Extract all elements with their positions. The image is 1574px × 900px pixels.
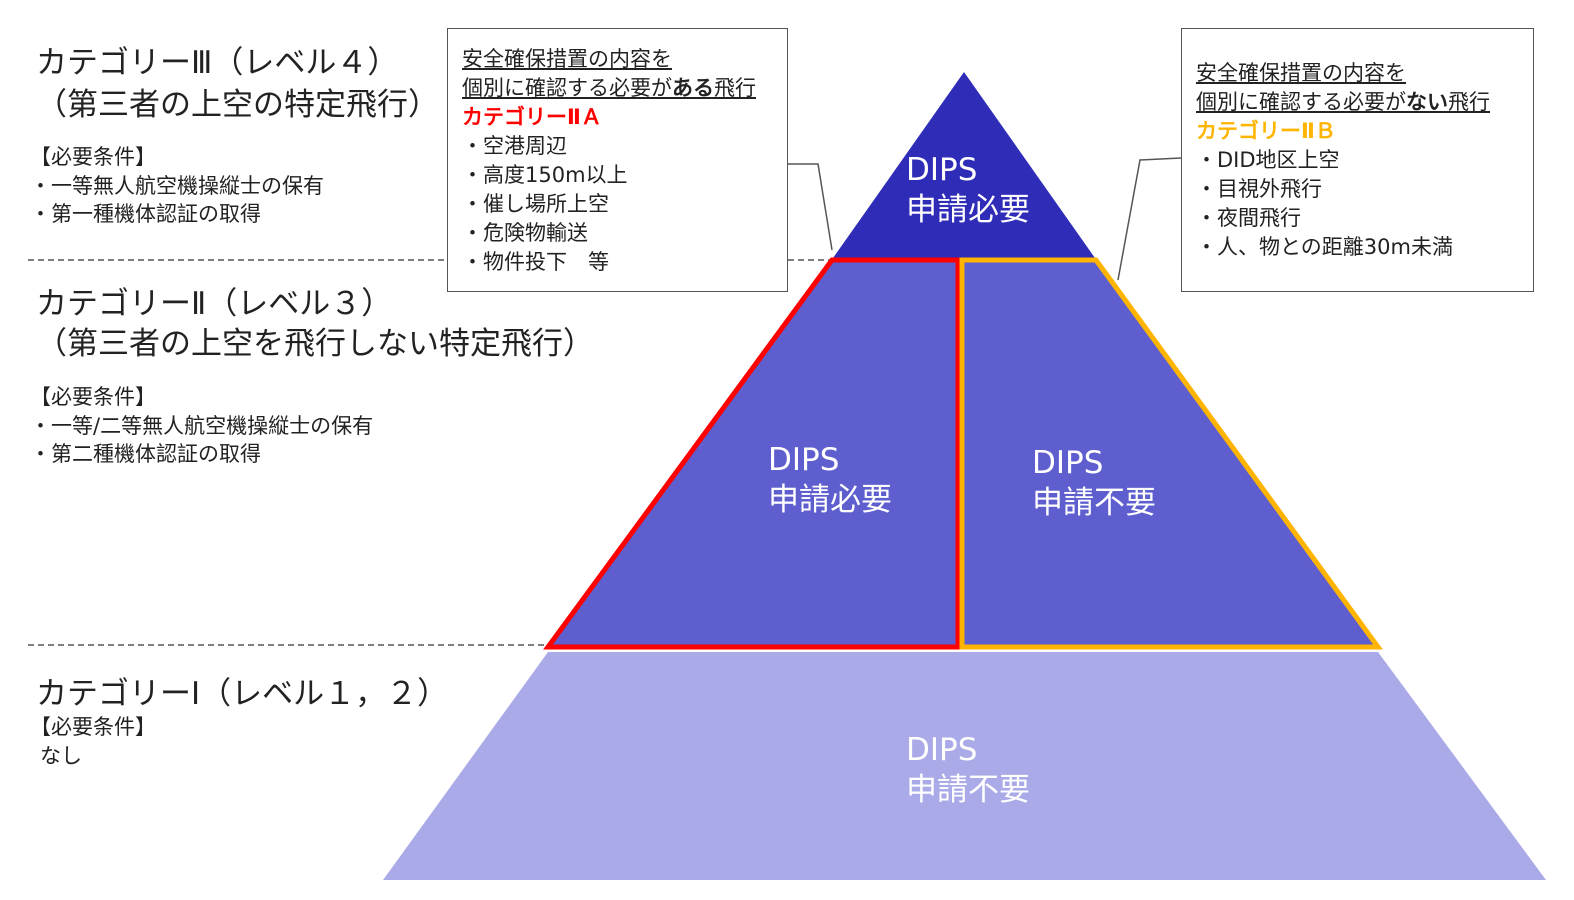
category-1-title: カテゴリーⅠ（レベル１，２） bbox=[36, 676, 449, 712]
callout-b-line1: 安全確保措置の内容を bbox=[1196, 61, 1406, 85]
pyramid-top-tier bbox=[833, 72, 1095, 258]
callout-a-line2: 個別に確認する必要がある飛行 bbox=[462, 76, 756, 100]
callout-a-item: 空港周辺 bbox=[462, 132, 775, 161]
callout-a-item: 高度150m以上 bbox=[462, 161, 775, 190]
category-3-requirements: 一等無人航空機操縦士の保有 第一種機体認証の取得 bbox=[30, 172, 324, 228]
callout-b-line2: 個別に確認する必要がない飛行 bbox=[1196, 90, 1490, 114]
category-2-requirement: 一等/二等無人航空機操縦士の保有 bbox=[30, 412, 373, 440]
pyramid-middle-right bbox=[959, 257, 1383, 650]
callout-a-item: 危険物輸送 bbox=[462, 219, 775, 248]
callout-a-line1: 安全確保措置の内容を bbox=[462, 47, 672, 71]
callout-b-items: DID地区上空 目視外飛行 夜間飛行 人、物との距離30m未満 bbox=[1196, 146, 1521, 262]
pyramid-middle-left bbox=[543, 257, 961, 650]
category-2-title-line2: （第三者の上空を飛行しない特定飛行） bbox=[36, 326, 594, 362]
category-3-requirement: 一等無人航空機操縦士の保有 bbox=[30, 172, 324, 200]
category-1-requirements-heading: 【必要条件】 bbox=[30, 715, 156, 739]
callout-a-item: 催し場所上空 bbox=[462, 190, 775, 219]
callout-a-leader bbox=[787, 163, 833, 251]
category-1-requirement-none: なし bbox=[40, 744, 82, 768]
category-3-title-line2: （第三者の上空の特定飛行） bbox=[36, 87, 439, 123]
pyramid-bottom-tier bbox=[383, 652, 1546, 880]
category-3-requirements-heading: 【必要条件】 bbox=[30, 145, 156, 169]
category-3-title-line1: カテゴリーⅢ（レベル４） bbox=[36, 45, 399, 81]
callout-b-item: 目視外飛行 bbox=[1196, 175, 1521, 204]
callout-b-category: カテゴリーⅡＢ bbox=[1196, 119, 1336, 143]
category-2-requirements-heading: 【必要条件】 bbox=[30, 385, 156, 409]
callout-a-category: カテゴリーⅡＡ bbox=[462, 105, 602, 129]
callout-category-2b: 安全確保措置の内容を 個別に確認する必要がない飛行 カテゴリーⅡＢ DID地区上… bbox=[1181, 28, 1534, 292]
callout-b-item: 人、物との距離30m未満 bbox=[1196, 233, 1521, 262]
category-2-title-line1: カテゴリーⅡ（レベル３） bbox=[36, 286, 393, 322]
callout-b-leader bbox=[1117, 157, 1182, 281]
callout-b-item: DID地区上空 bbox=[1196, 146, 1521, 175]
category-3-requirement: 第一種機体認証の取得 bbox=[30, 200, 324, 228]
callout-b-item: 夜間飛行 bbox=[1196, 204, 1521, 233]
callout-category-2a: 安全確保措置の内容を 個別に確認する必要がある飛行 カテゴリーⅡＡ 空港周辺 高… bbox=[447, 28, 788, 292]
callout-a-item: 物件投下 等 bbox=[462, 248, 775, 277]
category-2-requirements: 一等/二等無人航空機操縦士の保有 第二種機体認証の取得 bbox=[30, 412, 373, 468]
callout-a-items: 空港周辺 高度150m以上 催し場所上空 危険物輸送 物件投下 等 bbox=[462, 132, 775, 277]
category-2-requirement: 第二種機体認証の取得 bbox=[30, 440, 373, 468]
